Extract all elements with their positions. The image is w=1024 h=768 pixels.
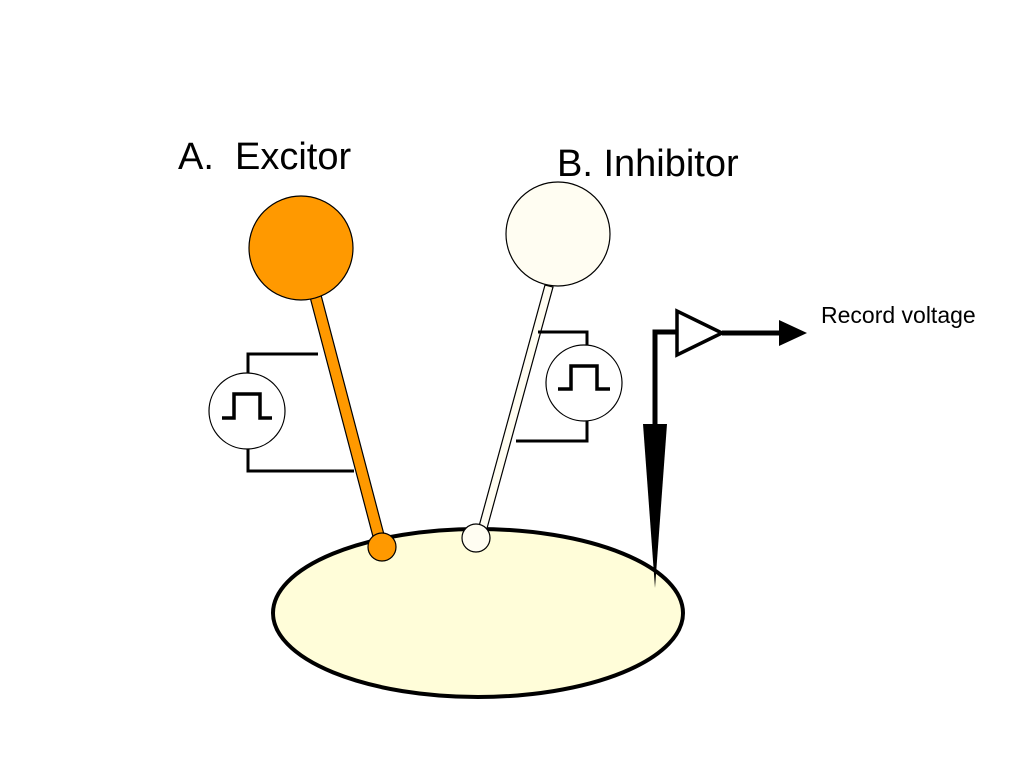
- inhibitor-neuron: [461, 181, 611, 553]
- inhibitor-label: B. Inhibitor: [557, 143, 739, 185]
- arrow-right-icon: [779, 320, 807, 346]
- inhibitor-soma: [505, 181, 611, 287]
- excitor-terminal: [367, 532, 397, 562]
- inhibitor-stimulator-circle: [545, 344, 623, 422]
- pulse-icon: [558, 364, 610, 391]
- excitor-stimulator-circle: [208, 372, 286, 450]
- excitor-stimulator: [208, 352, 354, 473]
- inhibitor-stimulator: [516, 330, 623, 443]
- amplifier-icon: [675, 308, 726, 358]
- excitor-soma: [248, 195, 354, 301]
- record-voltage-label: Record voltage: [821, 302, 976, 328]
- excitor-axon: [309, 294, 388, 549]
- recording-wire: [652, 329, 677, 428]
- inhibitor-terminal: [461, 523, 491, 553]
- excitor-label: A. Excitor: [178, 136, 351, 178]
- excitor-neuron: [248, 195, 397, 562]
- inhibitor-stim-wire-top: [538, 330, 589, 349]
- inhibitor-stim-wire-bottom: [516, 419, 589, 443]
- inhibitor-axon: [477, 284, 554, 533]
- excitor-stim-wire-bottom: [246, 449, 354, 473]
- recording-electrode: [643, 424, 667, 588]
- recording-setup: [643, 308, 807, 588]
- excitor-stim-wire-top: [246, 352, 318, 380]
- pulse-icon: [222, 392, 272, 420]
- target-cell: [271, 527, 685, 699]
